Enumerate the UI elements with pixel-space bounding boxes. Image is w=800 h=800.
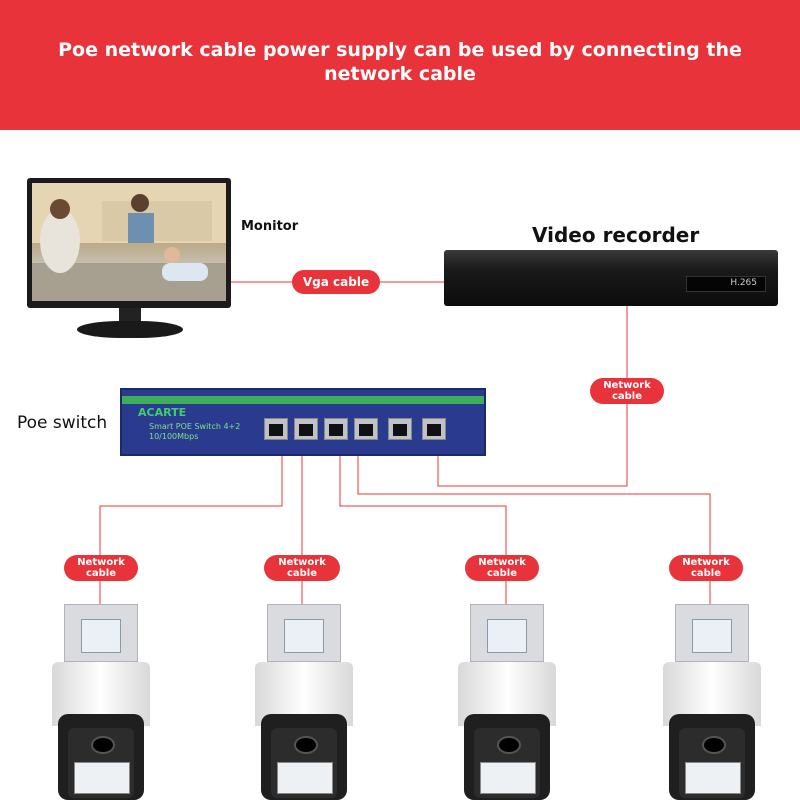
cam3-network-cable-tag: Network cable: [465, 555, 539, 581]
header-banner: Poe network cable power supply can be us…: [0, 0, 800, 130]
camera-lens: [294, 736, 318, 754]
camera-head: [58, 714, 144, 800]
recorder-codec: H.265: [730, 278, 757, 288]
cam1-network-cable-tag: Network cable: [64, 555, 138, 581]
uplink-port-2: [422, 418, 446, 440]
camera-face: [679, 728, 745, 798]
switch-model: Smart POE Switch 4+2 10/100Mbps: [149, 422, 241, 441]
poe-switch-device: ACARTE Smart POE Switch 4+2 10/100Mbps: [120, 388, 486, 456]
monitor-frame: [27, 178, 231, 308]
uplink-port-1: [388, 418, 412, 440]
camera-mount: [675, 604, 749, 662]
poe-port-3: [324, 418, 348, 440]
monitor-stand-neck: [119, 308, 141, 322]
poe-port-2: [294, 418, 318, 440]
camera-2: [255, 604, 353, 800]
banner-text: Poe network cable power supply can be us…: [58, 39, 742, 85]
recorder-network-cable-tag: Network cable: [590, 378, 664, 404]
cam3-wire: [339, 456, 507, 620]
recorder-display: H.265: [686, 276, 766, 292]
cam2-network-cable-tag: Network cable: [264, 555, 340, 581]
camera-light: [692, 619, 732, 653]
camera-head: [464, 714, 550, 800]
camera-face: [271, 728, 337, 798]
camera-led-array: [277, 762, 333, 794]
camera-1: [52, 604, 150, 800]
cam4-network-cable-tag: Network cable: [669, 555, 743, 581]
camera-led-array: [685, 762, 741, 794]
family-photo: [32, 183, 226, 301]
video-recorder-label: Video recorder: [532, 223, 700, 247]
camera-face: [474, 728, 540, 798]
poe-port-1: [264, 418, 288, 440]
cam4-wire: [357, 456, 711, 620]
camera-light: [487, 619, 527, 653]
camera-led-array: [480, 762, 536, 794]
camera-lens: [702, 736, 726, 754]
camera-lens: [497, 736, 521, 754]
monitor-stand-base: [77, 321, 183, 338]
video-recorder-device: H.265: [444, 250, 778, 306]
camera-mount: [470, 604, 544, 662]
camera-light: [284, 619, 324, 653]
camera-head: [669, 714, 755, 800]
monitor-device: [27, 178, 231, 340]
recorder-body: H.265: [444, 250, 778, 306]
camera-4: [663, 604, 761, 800]
camera-light: [81, 619, 121, 653]
camera-mount: [64, 604, 138, 662]
camera-3: [458, 604, 556, 800]
camera-head: [261, 714, 347, 800]
camera-lens: [91, 736, 115, 754]
camera-mount: [267, 604, 341, 662]
switch-stripe: [122, 396, 484, 404]
camera-face: [68, 728, 134, 798]
cam1-wire: [99, 456, 283, 620]
monitor-label: Monitor: [241, 219, 299, 234]
vga-cable-tag: Vga cable: [292, 270, 380, 294]
camera-led-array: [74, 762, 130, 794]
monitor-screen: [32, 183, 226, 301]
switch-brand: ACARTE: [138, 406, 187, 419]
poe-port-4: [354, 418, 378, 440]
poe-switch-label: Poe switch: [17, 413, 108, 433]
